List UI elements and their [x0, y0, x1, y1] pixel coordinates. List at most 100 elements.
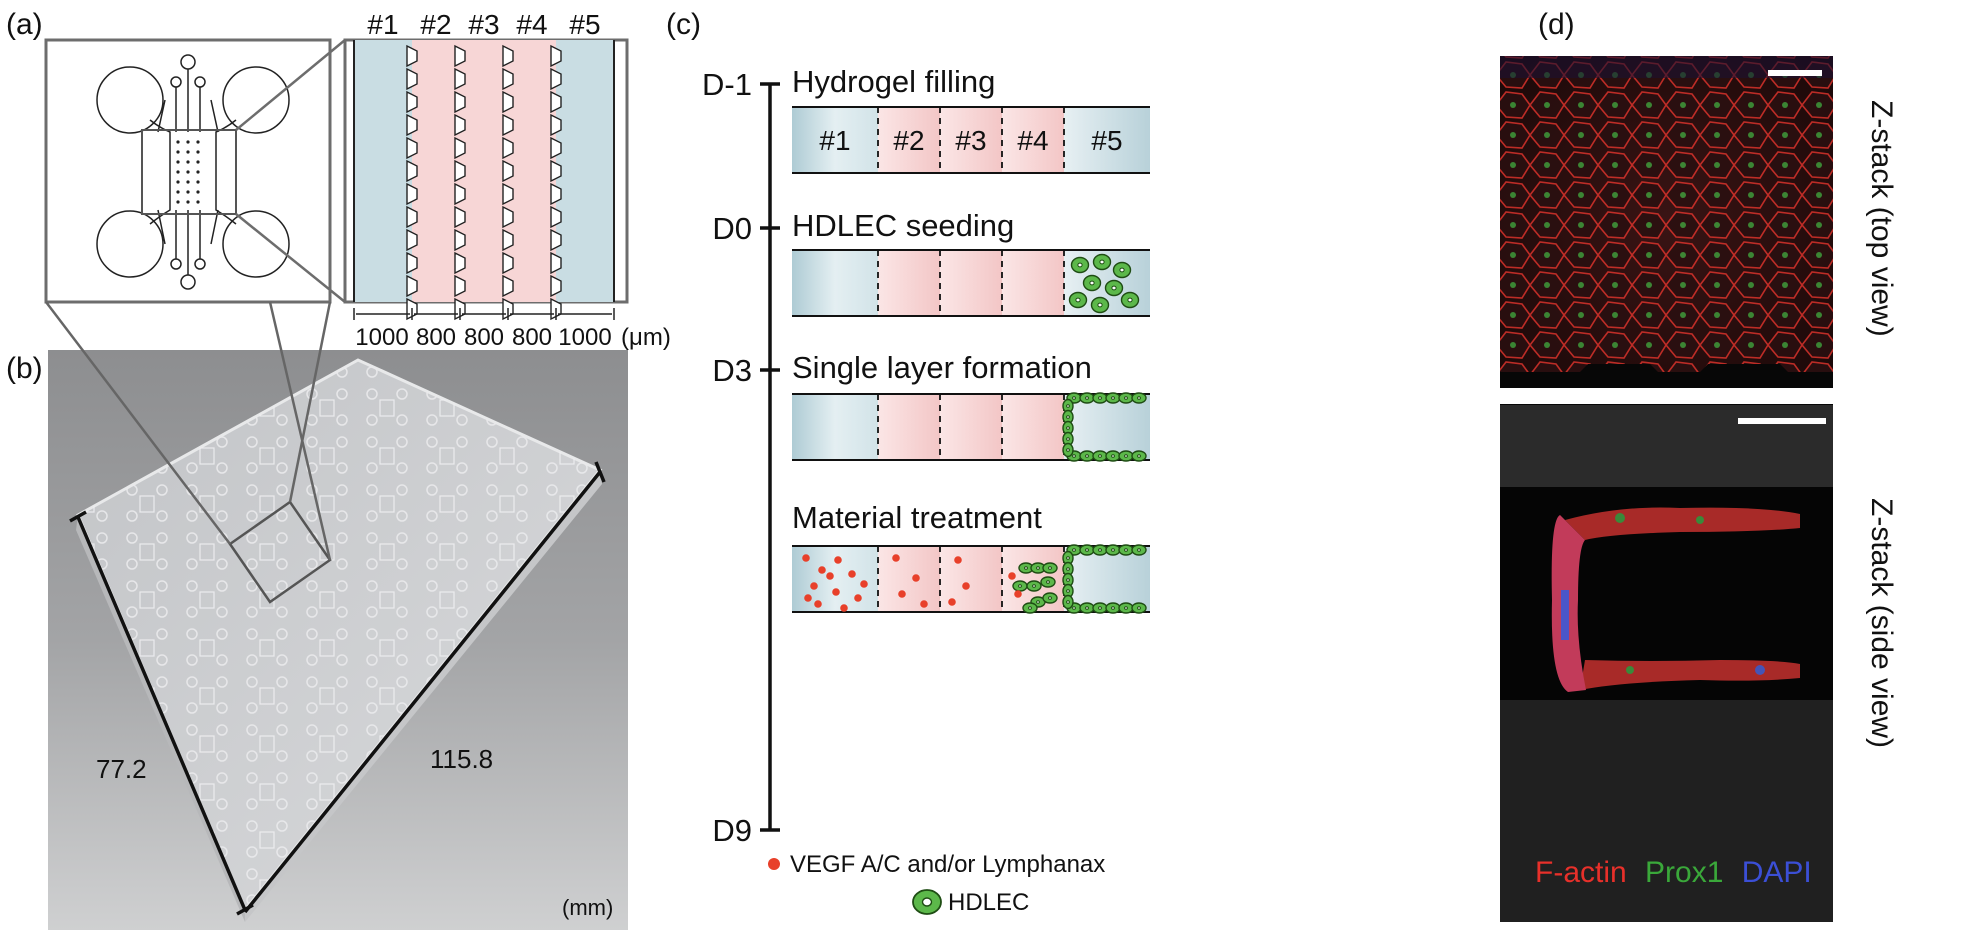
vegf-dot	[804, 594, 812, 602]
channel-label: #1	[367, 9, 398, 40]
channel-label: #2	[420, 9, 451, 40]
micropost	[406, 251, 418, 275]
micropost	[454, 274, 466, 298]
micropost	[550, 228, 562, 252]
vegf-dot	[920, 600, 928, 608]
dimension-label: 1000	[558, 324, 611, 351]
micropost	[550, 182, 562, 206]
vegf-dot-icon	[768, 858, 780, 870]
micropost	[502, 67, 514, 91]
side-view-label: Z-stack (side view)	[1865, 498, 1898, 748]
micropost	[502, 44, 514, 68]
micropost	[406, 159, 418, 183]
vegf-dot	[834, 556, 842, 564]
top-view-label: Z-stack (top view)	[1865, 100, 1898, 337]
stage-channel-label: #5	[1091, 125, 1122, 156]
micropost	[454, 136, 466, 160]
micropost	[454, 251, 466, 275]
vegf-dot	[810, 582, 818, 590]
micropost	[406, 228, 418, 252]
top-scale-bar	[1768, 70, 1822, 76]
timeline-day: D3	[712, 353, 752, 388]
stage-channel-label: #2	[893, 125, 924, 156]
micropost	[502, 274, 514, 298]
dimension-label: 800	[416, 324, 456, 351]
micropost	[406, 182, 418, 206]
micropost	[502, 182, 514, 206]
photo-length-label: 115.8	[430, 744, 493, 774]
micropost	[454, 205, 466, 229]
micropost	[406, 90, 418, 114]
micropost	[550, 67, 562, 91]
channel-label: #5	[569, 9, 600, 40]
vegf-dot	[818, 566, 826, 574]
vegf-dot	[962, 582, 970, 590]
micropost	[502, 228, 514, 252]
micropost	[454, 159, 466, 183]
vegf-dot	[1014, 590, 1022, 598]
panel-b-label: (b)	[6, 352, 43, 385]
vegf-dot	[948, 598, 956, 606]
vegf-dot	[826, 572, 834, 580]
vegf-dot	[848, 570, 856, 578]
micropost	[550, 159, 562, 183]
timeline-step: Hydrogel filling	[792, 64, 995, 99]
panel-a-label: (a)	[6, 8, 43, 41]
stage-channel-label: #1	[819, 125, 850, 156]
vegf-dot	[1008, 572, 1016, 580]
channel-enlargement	[343, 38, 629, 321]
timeline-step: HDLEC seeding	[792, 208, 1014, 243]
vegf-dot	[802, 554, 810, 562]
timeline-step: Single layer formation	[792, 350, 1092, 385]
vegf-dot	[912, 574, 920, 582]
micropost	[502, 113, 514, 137]
stage-diagram: #1 #2 #3 #4 #5	[792, 106, 1150, 174]
micropost	[550, 90, 562, 114]
stain-dapi: DAPI	[1742, 856, 1812, 889]
panel-c-label: (c)	[666, 8, 701, 41]
side-view-image	[1500, 404, 1833, 922]
channel-label: #4	[516, 9, 547, 40]
stain-prox1: Prox1	[1645, 856, 1723, 889]
top-view-image	[1500, 56, 1833, 388]
micropost	[454, 67, 466, 91]
micropost	[502, 90, 514, 114]
micropost	[406, 113, 418, 137]
micropost	[550, 113, 562, 137]
micropost	[406, 44, 418, 68]
micropost	[502, 136, 514, 160]
photo-width-label: 77.2	[96, 754, 147, 784]
micropost	[502, 251, 514, 275]
vegf-dot	[954, 556, 962, 564]
micropost	[454, 113, 466, 137]
micropost	[406, 136, 418, 160]
micropost	[454, 90, 466, 114]
micropost	[406, 205, 418, 229]
legend-vegf: VEGF A/C and/or Lymphanax	[790, 851, 1105, 878]
micropost	[454, 44, 466, 68]
micropost	[406, 274, 418, 298]
micropost	[550, 251, 562, 275]
dimension-label: 800	[464, 324, 504, 351]
dimension-unit: (μm)	[621, 324, 671, 351]
vegf-dot	[832, 588, 840, 596]
vegf-dot	[814, 600, 822, 608]
photo-unit-label: (mm)	[562, 895, 613, 920]
stain-factin: F-actin	[1535, 856, 1627, 889]
stage-diagram	[792, 249, 1150, 317]
side-scale-bar	[1738, 418, 1826, 424]
micropost	[550, 136, 562, 160]
dimension-label: 1000	[355, 324, 408, 351]
zoom-lines	[235, 39, 346, 303]
micropost	[406, 67, 418, 91]
timeline-day: D9	[712, 813, 752, 848]
hdlec-cell-icon	[912, 889, 942, 915]
timeline-day: D0	[712, 211, 752, 246]
vegf-dot	[860, 580, 868, 588]
micropost	[550, 44, 562, 68]
chip-photo	[45, 301, 628, 930]
panel-d-label: (d)	[1538, 8, 1575, 41]
stage-channel-label: #3	[955, 125, 986, 156]
stage-channel-label: #4	[1017, 125, 1048, 156]
